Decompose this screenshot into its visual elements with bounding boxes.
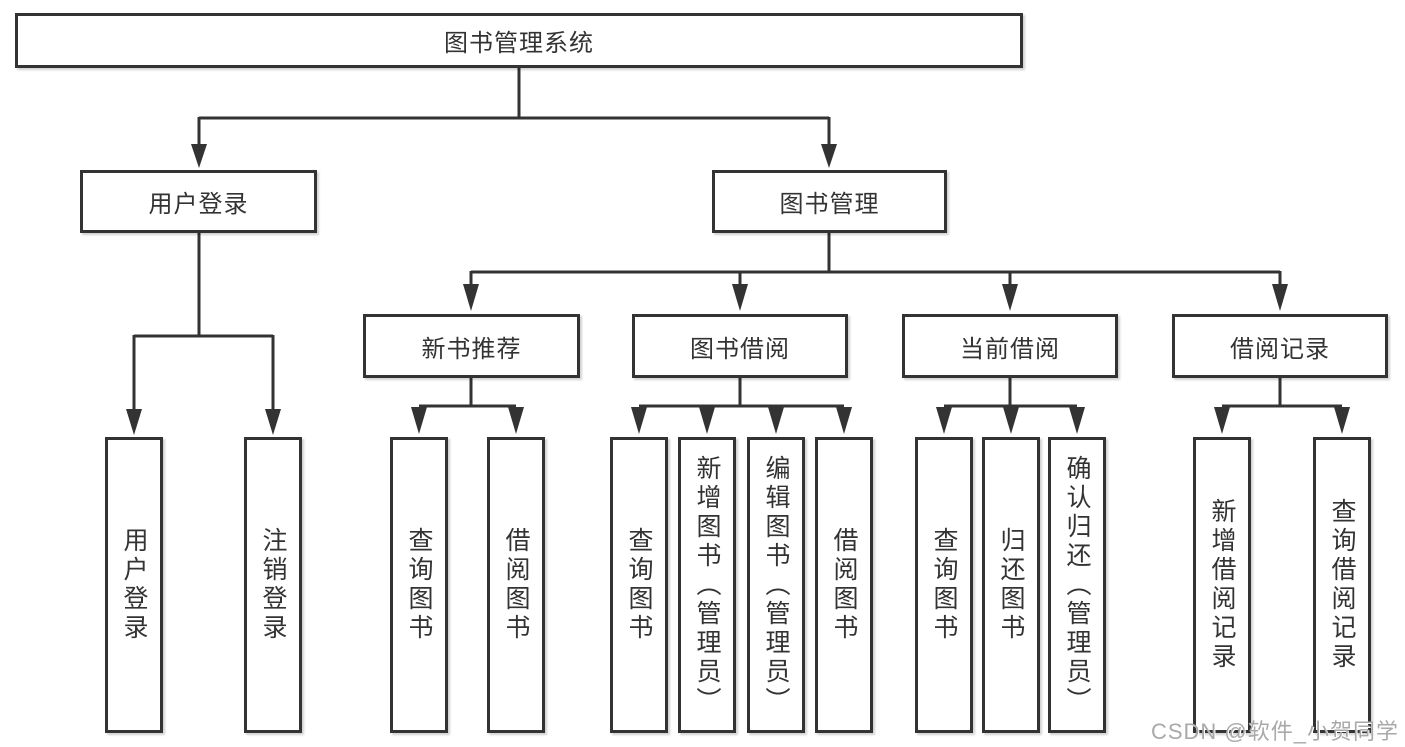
leaf-logout-label: 注销登录	[259, 527, 287, 643]
leaf-borrow-books-recommend-label: 借阅图书	[502, 527, 530, 643]
leaf-query-books-current: 查询图书	[915, 437, 973, 733]
leaf-return-books: 归还图书	[982, 437, 1040, 733]
node-root-label: 图书管理系统	[444, 30, 594, 57]
leaf-query-borrow-record: 查询借阅记录	[1313, 437, 1371, 733]
leaf-borrow-books-borrowing-label: 借阅图书	[830, 527, 858, 643]
leaf-query-books-recommend-label: 查询图书	[405, 527, 433, 643]
leaf-user-login-label: 用户登录	[120, 527, 148, 643]
leaf-borrow-books-recommend: 借阅图书	[487, 437, 545, 733]
node-user-login-label: 用户登录	[148, 191, 249, 218]
leaf-query-books-current-label: 查询图书	[930, 527, 958, 643]
leaf-query-books-recommend: 查询图书	[390, 437, 448, 733]
node-borrowing-records: 借阅记录	[1172, 314, 1388, 378]
leaf-query-borrow-record-label: 查询借阅记录	[1328, 498, 1356, 672]
node-current-borrowing-label: 当前借阅	[960, 335, 1060, 363]
leaf-return-books-label: 归还图书	[997, 527, 1025, 643]
node-new-book-recommend-label: 新书推荐	[421, 335, 522, 363]
watermark: CSDN @软件_小贺同学	[1150, 719, 1399, 744]
leaf-edit-book-admin: 编辑图书（管理员）	[747, 437, 805, 733]
leaf-add-borrow-record-label: 新增借阅记录	[1208, 498, 1236, 672]
node-book-borrowing: 图书借阅	[632, 314, 848, 378]
leaf-edit-book-admin-label: 编辑图书（管理员）	[762, 454, 790, 716]
node-current-borrowing: 当前借阅	[902, 314, 1118, 378]
node-new-book-recommend: 新书推荐	[363, 314, 580, 378]
node-root: 图书管理系统	[15, 13, 1023, 68]
node-book-management: 图书管理	[712, 170, 947, 233]
arrowheads	[126, 144, 1350, 435]
leaf-add-borrow-record: 新增借阅记录	[1193, 437, 1251, 733]
leaf-user-login: 用户登录	[105, 437, 163, 733]
leaf-query-books-borrowing: 查询图书	[610, 437, 668, 733]
leaf-query-books-borrowing-label: 查询图书	[625, 527, 653, 643]
node-user-login: 用户登录	[80, 170, 317, 233]
leaf-confirm-return-admin: 确认归还（管理员）	[1048, 437, 1106, 733]
leaf-confirm-return-admin-label: 确认归还（管理员）	[1063, 454, 1091, 716]
leaf-add-book-admin-label: 新增图书（管理员）	[693, 454, 721, 716]
node-borrowing-records-label: 借阅记录	[1230, 335, 1330, 363]
leaf-borrow-books-borrowing: 借阅图书	[815, 437, 873, 733]
leaf-add-book-admin: 新增图书（管理员）	[678, 437, 736, 733]
leaf-logout: 注销登录	[244, 437, 302, 733]
node-book-borrowing-label: 图书借阅	[690, 335, 790, 363]
node-book-management-label: 图书管理	[779, 191, 880, 218]
